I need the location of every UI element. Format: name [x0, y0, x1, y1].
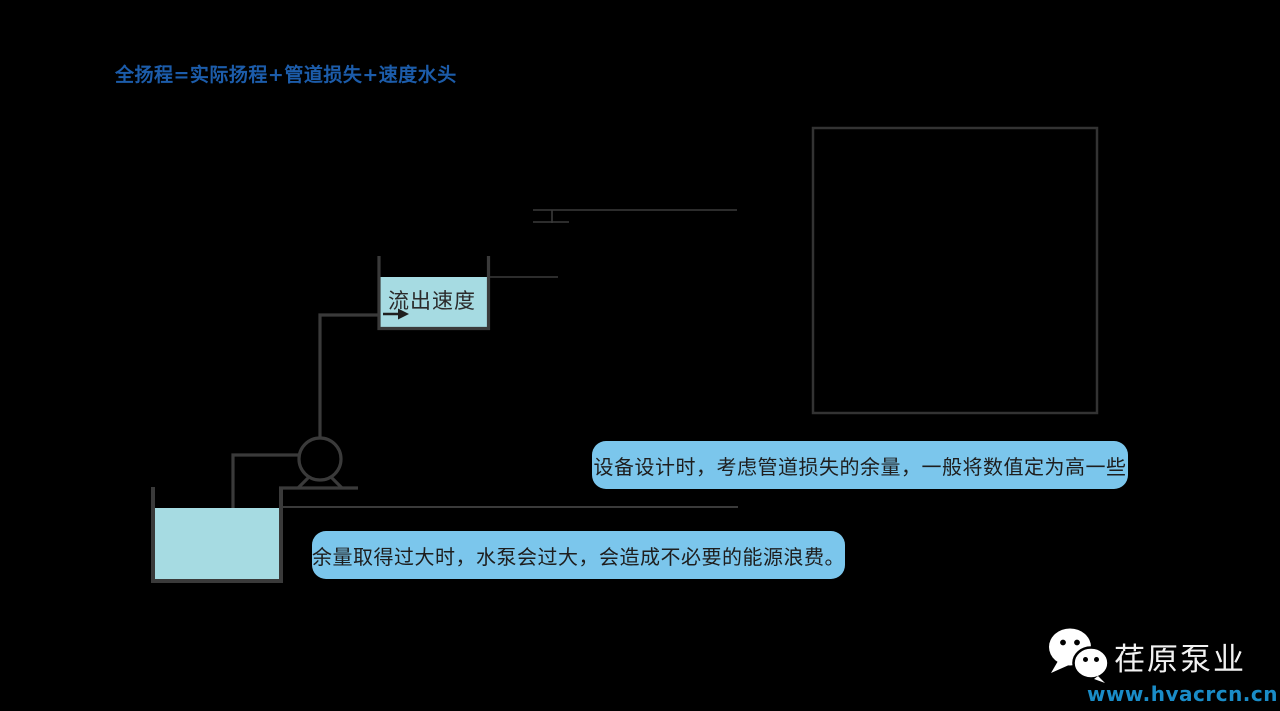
wechat-icon	[1048, 627, 1112, 683]
website-url[interactable]: www.hvacrcn.cn	[1086, 682, 1278, 706]
suction-tank-water	[155, 508, 279, 581]
discharge-pipe	[318, 313, 378, 438]
discharge-tank	[377, 256, 491, 331]
level-marker	[533, 210, 569, 223]
brand-name: 荏原泵业	[1114, 642, 1246, 678]
outflow-velocity-label: 流出速度	[388, 289, 476, 313]
flow-arrow-icon	[383, 308, 409, 320]
callout-design-margin: 设备设计时，考虑管道损失的余量，一般将数值定为高一些	[592, 441, 1128, 489]
empty-panel	[811, 126, 1099, 415]
formula-title: 全扬程=实际扬程+管道损失+速度水头	[115, 64, 457, 86]
discharge-tank-water	[379, 277, 488, 328]
pump-icon	[279, 436, 358, 490]
callout-excess-margin: 余量取得过大时，水泵会过大，会造成不必要的能源浪费。	[312, 531, 845, 579]
suction-tank	[151, 487, 283, 583]
